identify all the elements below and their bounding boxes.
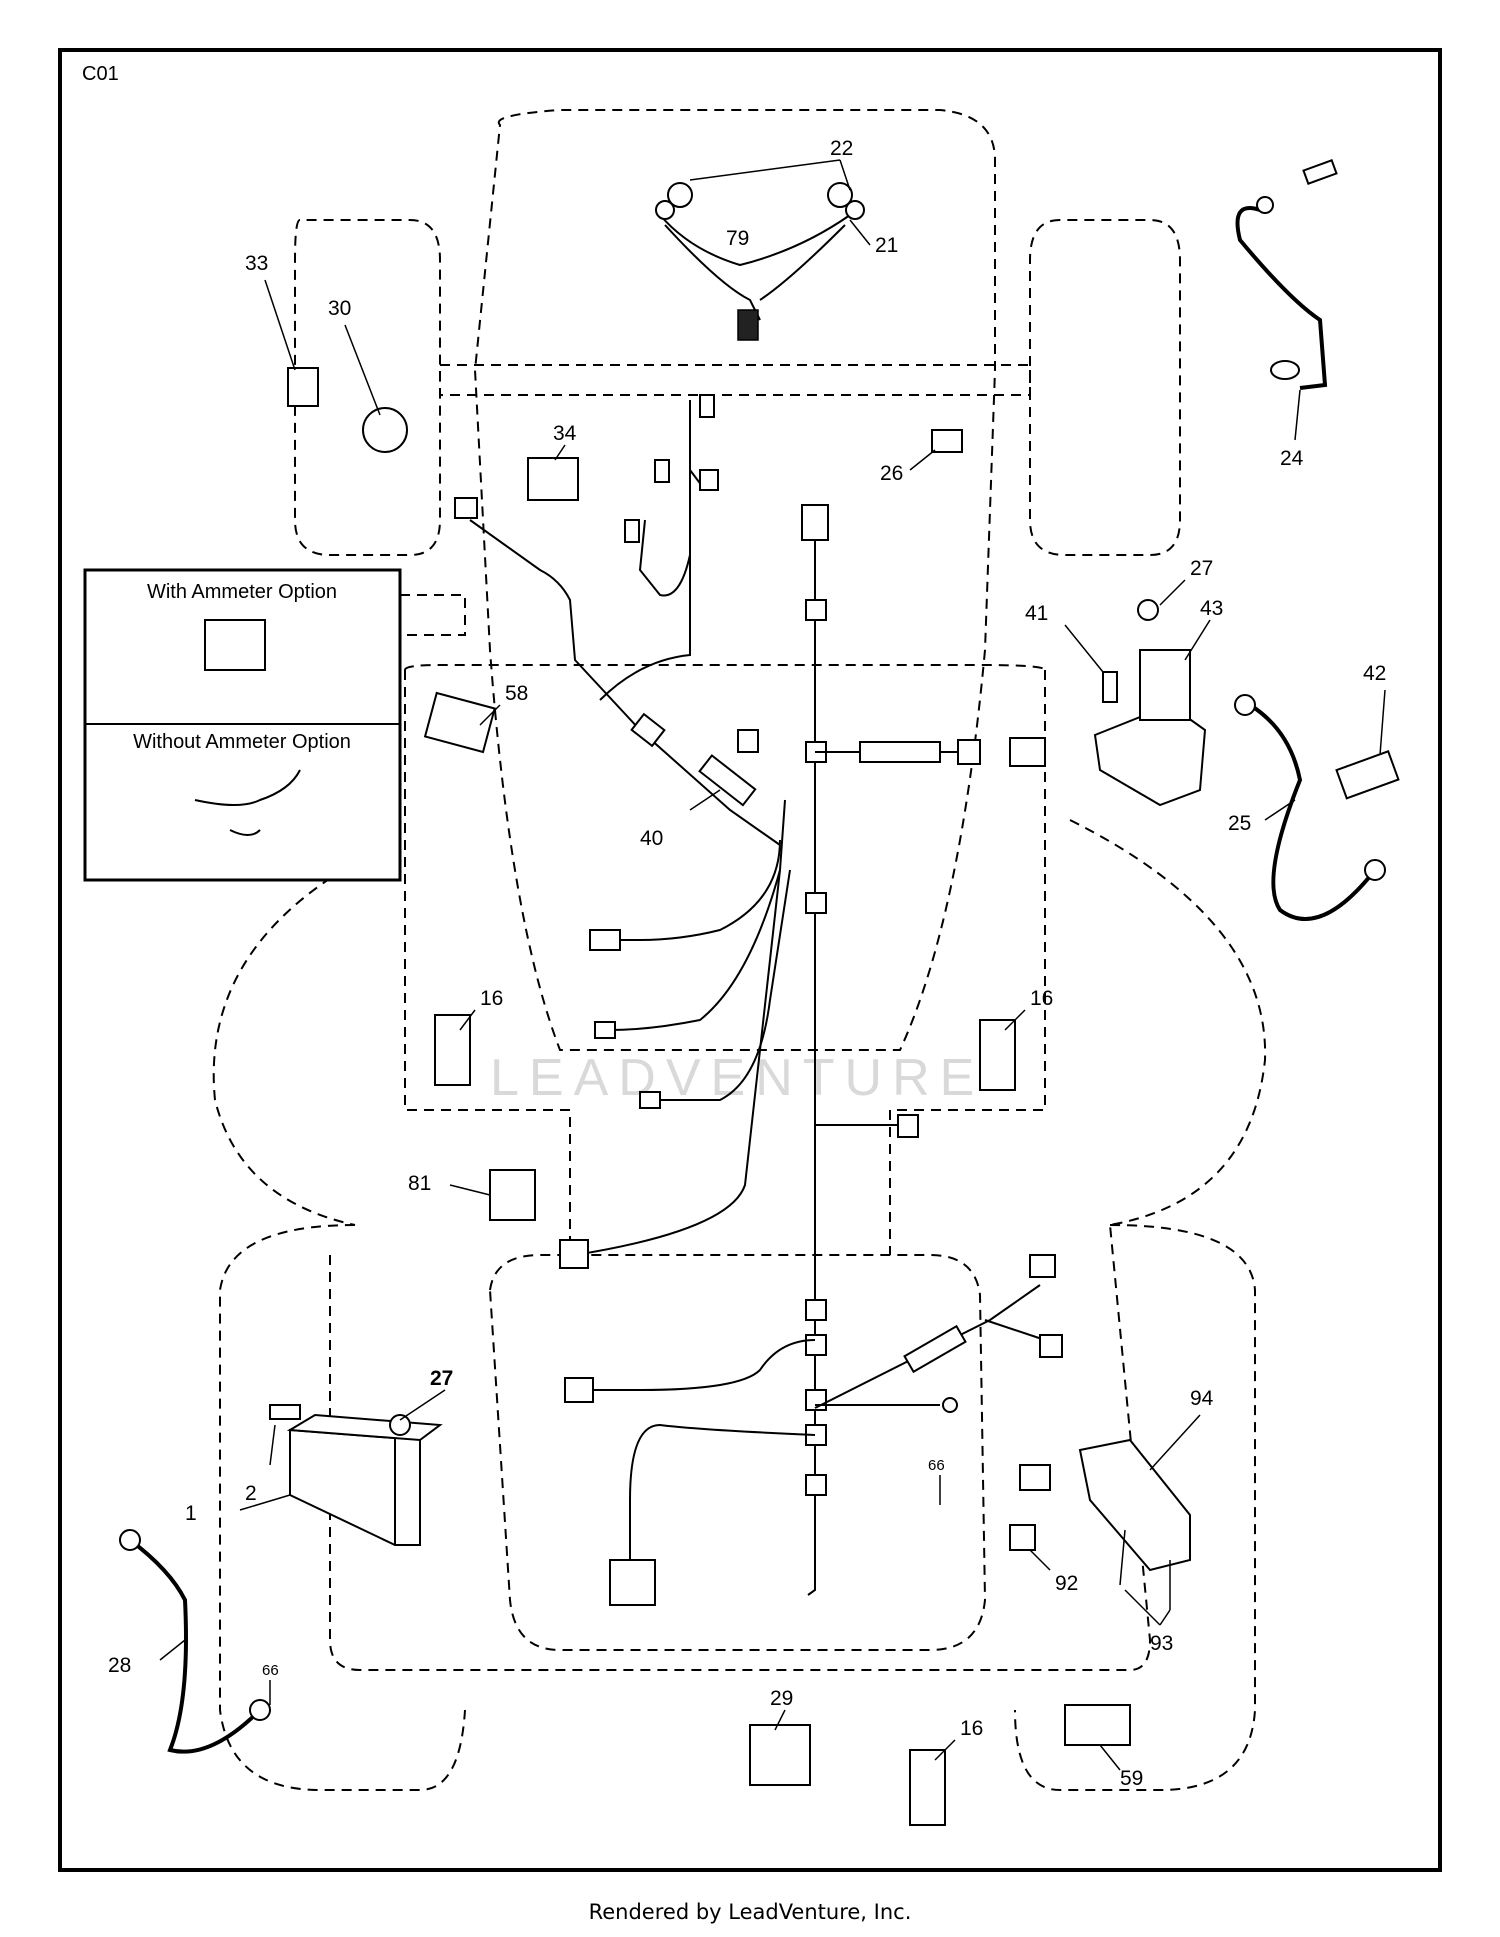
callout-92: 92	[1055, 1572, 1078, 1595]
callout-66-a: 66	[928, 1457, 945, 1474]
callout-30: 30	[328, 297, 351, 320]
callout-59: 59	[1120, 1767, 1143, 1790]
callout-2: 2	[245, 1482, 257, 1505]
cables	[119, 159, 1386, 1754]
components	[269, 367, 1400, 1826]
branch-harness	[454, 394, 791, 1109]
ammeter-icon	[204, 619, 266, 671]
callout-24: 24	[1280, 447, 1304, 470]
ammeter-jumper-icon	[194, 769, 301, 836]
callout-16-a: 16	[480, 987, 503, 1010]
callout-41: 41	[1025, 602, 1048, 625]
callout-16-c: 16	[960, 1717, 983, 1740]
callout-66-b: 66	[262, 1662, 279, 1679]
without-ammeter-label: Without Ammeter Option	[133, 731, 351, 753]
callout-93: 93	[1150, 1632, 1173, 1655]
callout-22: 22	[830, 137, 853, 160]
callout-16-b: 16	[1030, 987, 1053, 1010]
callout-25: 25	[1228, 812, 1251, 835]
callout-79: 79	[726, 227, 749, 250]
callout-34: 34	[553, 422, 577, 445]
tractor-outline	[212, 109, 1267, 1791]
callout-81: 81	[408, 1172, 431, 1195]
headlight-harness	[655, 182, 865, 341]
callout-43: 43	[1200, 597, 1223, 620]
callout-33: 33	[245, 252, 268, 275]
callout-28: 28	[108, 1654, 131, 1677]
with-ammeter-label: With Ammeter Option	[147, 581, 337, 603]
main-harness	[559, 504, 1063, 1606]
callout-27-a: 27	[1190, 557, 1213, 580]
diagram-code: C01	[82, 63, 119, 85]
ammeter-inset: With Ammeter Option Without Ammeter Opti…	[83, 568, 402, 882]
callout-40: 40	[640, 827, 663, 850]
callout-42: 42	[1363, 662, 1386, 685]
callout-27-b: 27	[430, 1367, 453, 1390]
callout-21: 21	[875, 234, 898, 257]
callout-58: 58	[505, 682, 528, 705]
watermark: LEADVENTURE	[490, 1049, 984, 1107]
diagram-frame	[58, 48, 1442, 1872]
callout-29: 29	[770, 1687, 793, 1710]
render-credit: Rendered by LeadVenture, Inc.	[588, 1900, 912, 1924]
callout-1: 1	[185, 1502, 197, 1525]
callout-26: 26	[880, 462, 903, 485]
callout-94: 94	[1190, 1387, 1214, 1410]
